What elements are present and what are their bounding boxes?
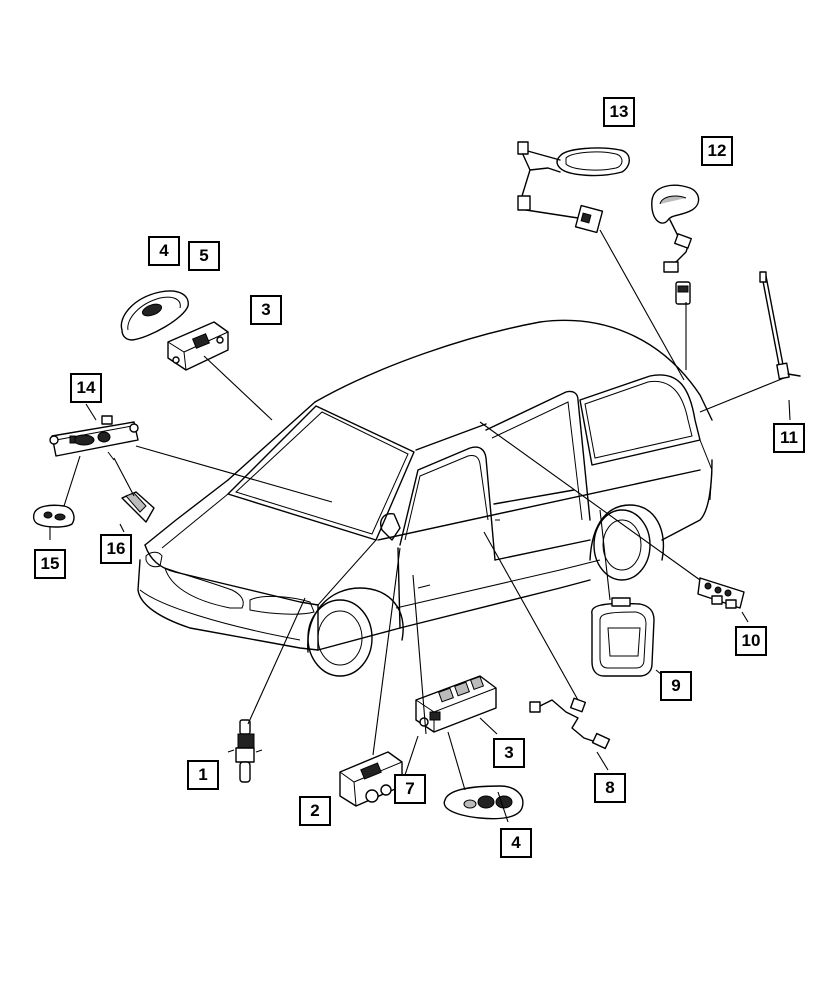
part-15-cover	[32, 504, 75, 528]
callout-3-upper: 3	[250, 295, 282, 325]
callout-7: 7	[394, 774, 426, 804]
part-11-rod	[759, 271, 801, 380]
part-4-5-bezel-upper	[120, 290, 189, 341]
part-3-switch-housing-lower	[415, 675, 497, 733]
callout-1: 1	[187, 760, 219, 790]
part-14-module	[49, 415, 139, 461]
callout-2: 2	[299, 796, 331, 826]
part-8-harness	[529, 697, 611, 750]
part-4-bezel-lower	[443, 785, 524, 820]
callout-4-upper: 4	[148, 236, 180, 266]
part-3-switch-housing-upper	[167, 321, 229, 371]
part-10-switch-bank	[697, 577, 745, 609]
part-1-connector	[227, 719, 263, 783]
part-13-mirror-harness	[517, 141, 630, 234]
callout-14: 14	[70, 373, 102, 403]
minivan-outline	[137, 319, 713, 677]
callout-10: 10	[735, 626, 767, 656]
callout-15: 15	[34, 549, 66, 579]
callout-16: 16	[100, 534, 132, 564]
part-9-pad	[591, 597, 655, 677]
callout-11: 11	[773, 423, 805, 453]
part-12-lamp-harness	[651, 184, 700, 305]
callout-13: 13	[603, 97, 635, 127]
part-16-lamp	[121, 491, 155, 523]
callout-3-lower: 3	[493, 738, 525, 768]
callout-4-lower: 4	[500, 828, 532, 858]
callout-5: 5	[188, 241, 220, 271]
callout-12: 12	[701, 136, 733, 166]
callout-9: 9	[660, 671, 692, 701]
part-2-switch	[339, 751, 403, 807]
callout-8: 8	[594, 773, 626, 803]
